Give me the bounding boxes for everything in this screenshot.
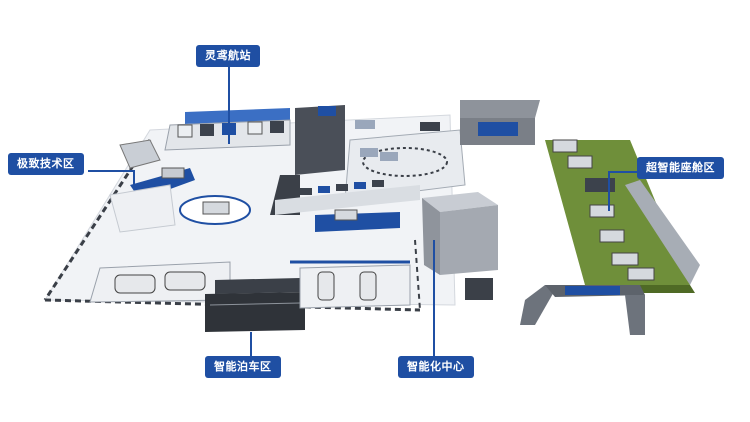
car-cockpit-4 xyxy=(589,204,615,218)
center-building-top xyxy=(422,192,498,212)
airport-top-strip xyxy=(185,108,290,124)
leader-center xyxy=(433,240,435,356)
parking-slot-area-right xyxy=(299,264,411,309)
cockpit-grass-platform xyxy=(545,140,690,285)
cockpit-arch-left xyxy=(520,285,555,325)
car-row-1 xyxy=(300,188,312,195)
leader-lingniao xyxy=(228,62,230,144)
car-park-1 xyxy=(114,274,156,294)
car-cockpit-2 xyxy=(567,155,593,169)
tower-ramp xyxy=(295,105,345,175)
leader-parking xyxy=(250,332,252,356)
car-row-2 xyxy=(318,186,330,193)
left-lane xyxy=(109,184,176,233)
car-row-5 xyxy=(372,180,384,187)
parking-gantry-body xyxy=(205,292,305,332)
car-top-2 xyxy=(200,124,214,136)
car-top-4 xyxy=(247,121,263,135)
car-park-4 xyxy=(359,271,377,301)
parking-gantry-stripes xyxy=(209,302,301,306)
leader-cockpit-h xyxy=(608,171,638,173)
car-park-3 xyxy=(317,271,335,301)
left-booth xyxy=(119,139,161,169)
car-row-3 xyxy=(336,184,348,191)
center-road xyxy=(275,185,420,215)
label-intelligence-center: 智能化中心 xyxy=(398,356,474,378)
center-building-side xyxy=(440,205,498,275)
parking-gantry-roof xyxy=(215,278,300,294)
top-right-building-top xyxy=(460,100,540,118)
car-gate xyxy=(334,209,358,221)
leader-jizhi-v xyxy=(133,170,135,188)
label-smart-parking-zone: 智能泊车区 xyxy=(205,356,281,378)
center-building-door xyxy=(465,278,493,300)
car-row-4 xyxy=(354,182,366,189)
car-park-2 xyxy=(164,271,206,291)
car-top-5 xyxy=(270,121,284,133)
tower-top-car xyxy=(318,106,336,116)
car-cockpit-7 xyxy=(627,267,655,281)
right-barrier xyxy=(414,239,421,311)
car-cockpit-1 xyxy=(552,139,578,153)
car-track-3 xyxy=(420,122,440,131)
car-left-display xyxy=(161,167,185,179)
top-right-building-window xyxy=(478,122,518,136)
cockpit-arch-sign xyxy=(565,286,620,295)
car-track-2 xyxy=(380,152,398,161)
car-center xyxy=(202,201,230,215)
car-top-1 xyxy=(177,124,193,138)
leader-cockpit xyxy=(608,171,610,211)
test-track-loop xyxy=(362,147,448,177)
car-cockpit-6 xyxy=(611,252,639,266)
car-cockpit-5 xyxy=(599,229,625,243)
cockpit-arch-right xyxy=(625,295,645,335)
leader-jizhi xyxy=(88,170,133,172)
label-lingniao-terminal: 灵鸢航站 xyxy=(196,45,260,67)
label-smart-cockpit-zone: 超智能座舱区 xyxy=(637,157,724,179)
car-track-4 xyxy=(355,120,375,129)
label-extreme-tech-zone: 极致技术区 xyxy=(8,153,84,175)
car-track-1 xyxy=(360,148,378,157)
cockpit-wall xyxy=(625,180,700,285)
car-cockpit-3 xyxy=(585,178,615,192)
center-building-front xyxy=(422,198,440,275)
